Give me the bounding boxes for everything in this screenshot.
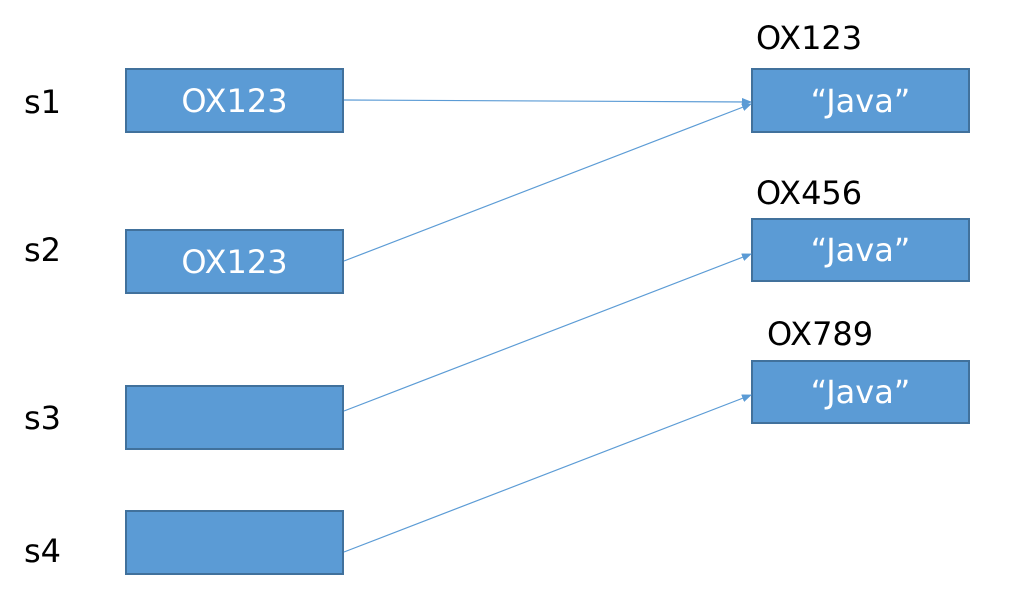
reference-arrow-s3 bbox=[343, 253, 752, 412]
variable-label-s1: s1 bbox=[24, 83, 62, 121]
variable-box-s1: OX123 bbox=[125, 68, 344, 133]
variable-label-s4: s4 bbox=[24, 532, 62, 570]
reference-arrow-s1 bbox=[343, 97, 752, 106]
object-address-label: OX456 bbox=[756, 174, 863, 212]
reference-arrow-s4 bbox=[343, 394, 752, 553]
string-object-box: “Java” bbox=[751, 68, 970, 133]
object-address-label: OX123 bbox=[756, 19, 863, 57]
variable-box-s3 bbox=[125, 385, 344, 450]
variable-box-s4 bbox=[125, 510, 344, 575]
string-object-box: “Java” bbox=[751, 218, 970, 282]
string-object-box: “Java” bbox=[751, 360, 970, 424]
variable-label-s2: s2 bbox=[24, 231, 62, 269]
reference-arrow-s2 bbox=[343, 103, 752, 262]
variable-box-s2: OX123 bbox=[125, 229, 344, 294]
object-address-label: OX789 bbox=[767, 315, 874, 353]
variable-label-s3: s3 bbox=[24, 399, 62, 437]
